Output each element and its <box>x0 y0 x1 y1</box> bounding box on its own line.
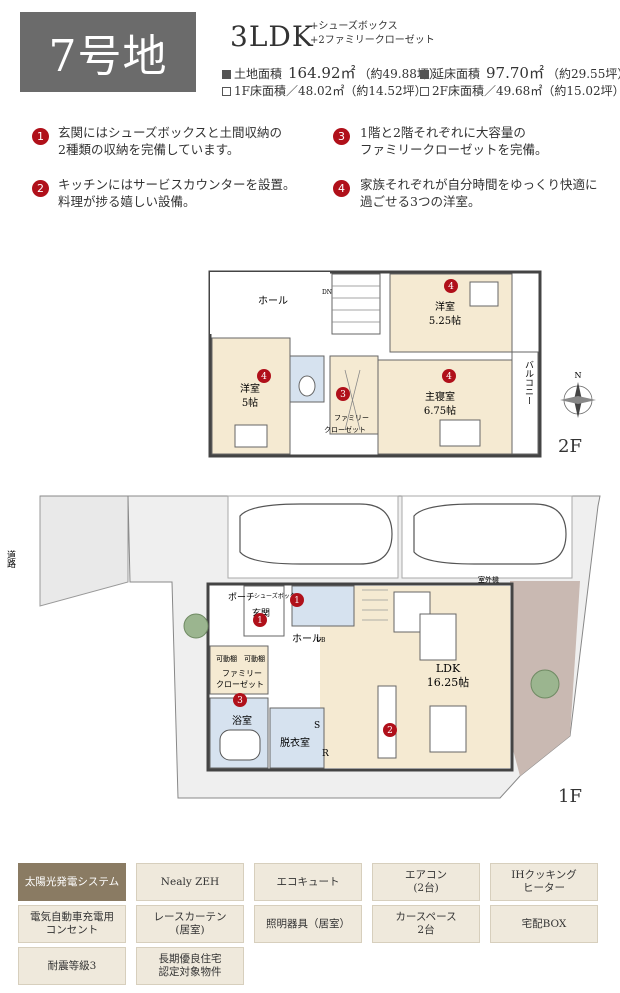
table-icon <box>419 613 457 661</box>
bath-label: 浴室 <box>232 714 252 727</box>
compass-icon: N <box>560 371 596 418</box>
badge-lace-curtain: レースカーテン (居室) <box>136 905 244 943</box>
svg-text:可動棚: 可動棚 <box>216 654 237 663</box>
washroom-label: 脱衣室 <box>280 736 310 749</box>
svg-text:4: 4 <box>448 282 454 292</box>
floor1-area: 1F床面積／48.02㎡（約14.52坪） <box>222 82 427 99</box>
badge-zeh: Nealy ZEH <box>136 863 244 901</box>
car-icon <box>413 503 567 565</box>
room-number-markers: 1 1 3 2 <box>233 593 397 737</box>
badge-ecocute: エコキュート <box>254 863 362 901</box>
family-closet-1f <box>209 645 269 695</box>
badge-delivery-box: 宅配BOX <box>490 905 598 943</box>
feature-2: キッチンにはサービスカウンターを設置。料理が捗る嬉しい設備。 <box>58 177 296 209</box>
hall-2f <box>210 272 330 334</box>
tree-icon <box>530 669 560 699</box>
svg-text:6.75帖: 6.75帖 <box>424 404 456 417</box>
feature-number: 3 <box>333 128 350 145</box>
feature-number: 2 <box>32 180 49 197</box>
svg-text:UB: UB <box>316 637 326 644</box>
svg-text:3: 3 <box>237 696 243 706</box>
svg-text:4: 4 <box>446 372 452 382</box>
svg-text:1: 1 <box>257 616 263 626</box>
floor2-label: 2F <box>558 436 582 457</box>
washroom <box>269 707 325 769</box>
floor1-plan: 道路 ポーチ 玄関 ホール シューズボックス 可動棚 可動棚 ファミリー クロー… <box>5 495 601 799</box>
svg-text:洋室: 洋室 <box>240 382 260 395</box>
svg-text:4: 4 <box>261 372 267 382</box>
svg-text:2: 2 <box>387 726 393 736</box>
toilet-icon <box>298 375 316 397</box>
room-number-markers: 4 4 4 3 <box>257 279 458 401</box>
svg-text:クローゼット: クローゼット <box>216 679 264 689</box>
badge-ih: IHクッキング ヒーター <box>490 863 598 901</box>
car-icon <box>239 503 393 565</box>
bed-icon <box>234 424 268 448</box>
svg-text:5帖: 5帖 <box>242 396 258 409</box>
balcony <box>511 351 539 455</box>
desk-icon <box>469 281 499 307</box>
outdoor-unit-label: 室外機 <box>478 575 499 584</box>
lot-number: 7号地 <box>48 31 168 82</box>
feature-number: 4 <box>333 180 350 197</box>
floor2-area: 2F床面積／49.68㎡（約15.02坪） <box>420 82 620 99</box>
floor1-label: 1F <box>558 786 582 807</box>
badge-solar: 太陽光発電システム <box>18 863 126 901</box>
svg-text:主寝室: 主寝室 <box>425 390 455 403</box>
badge-car-space: カースペース 2台 <box>372 905 480 943</box>
ldk-label: LDK <box>436 662 461 675</box>
svg-text:5.25帖: 5.25帖 <box>429 314 461 327</box>
balcony-label: バルコニー <box>523 360 534 405</box>
ldk-size: 16.25帖 <box>427 676 470 689</box>
badge-lighting: 照明器具（居室） <box>254 905 362 943</box>
bathtub-icon <box>219 729 261 761</box>
svg-text:N: N <box>575 371 582 380</box>
plan-extras: +シューズボックス +2ファミリークローゼット <box>310 21 435 46</box>
lot-number-badge: 7号地 <box>20 12 196 92</box>
plan-type: 3LDK <box>230 20 314 53</box>
feature-number: 1 <box>32 128 49 145</box>
porch-label: ポーチ <box>228 592 255 603</box>
kitchen-counter <box>377 685 397 759</box>
shoes-label: シューズボックス <box>254 592 302 600</box>
toilet-1f <box>291 585 355 627</box>
svg-text:3: 3 <box>340 390 346 400</box>
feature-4: 家族それぞれが自分時間をゆっくり快適に過ごせる3つの洋室。 <box>360 177 598 209</box>
hall-2f-label: ホール <box>258 295 288 307</box>
road-area <box>39 495 129 607</box>
stairs-2f <box>331 273 381 335</box>
badge-ev-outlet: 電気自動車充電用 コンセント <box>18 905 126 943</box>
svg-text:R: R <box>322 749 329 759</box>
entrance <box>243 585 285 637</box>
badge-aircon: エアコン (2台) <box>372 863 480 901</box>
hall-1f-label: ホール <box>292 633 322 645</box>
bed-icon <box>439 419 481 447</box>
feature-3: 1階と2階それぞれに大容量のファミリークローゼットを完備。 <box>360 125 548 157</box>
svg-text:ファミリー: ファミリー <box>334 414 369 422</box>
dining-table-icon <box>429 705 467 753</box>
tree-icon <box>183 613 209 639</box>
floor2-plan: ホール DN 洋室 5.25帖 洋室 5帖 主寝室 6.75帖 ファミリー クロ… <box>208 270 596 458</box>
svg-text:可動棚: 可動棚 <box>244 654 265 663</box>
badge-long-term: 長期優良住宅 認定対象物件 <box>136 947 244 985</box>
svg-text:ファミリー: ファミリー <box>222 669 262 678</box>
svg-text:クローゼット: クローゼット <box>324 425 366 434</box>
svg-text:1: 1 <box>294 596 300 606</box>
road-label: 道路 <box>5 549 16 569</box>
svg-text:洋室: 洋室 <box>435 300 455 313</box>
down-label: DN <box>322 289 332 296</box>
svg-text:S: S <box>314 721 320 731</box>
badge-seismic: 耐震等級3 <box>18 947 126 985</box>
